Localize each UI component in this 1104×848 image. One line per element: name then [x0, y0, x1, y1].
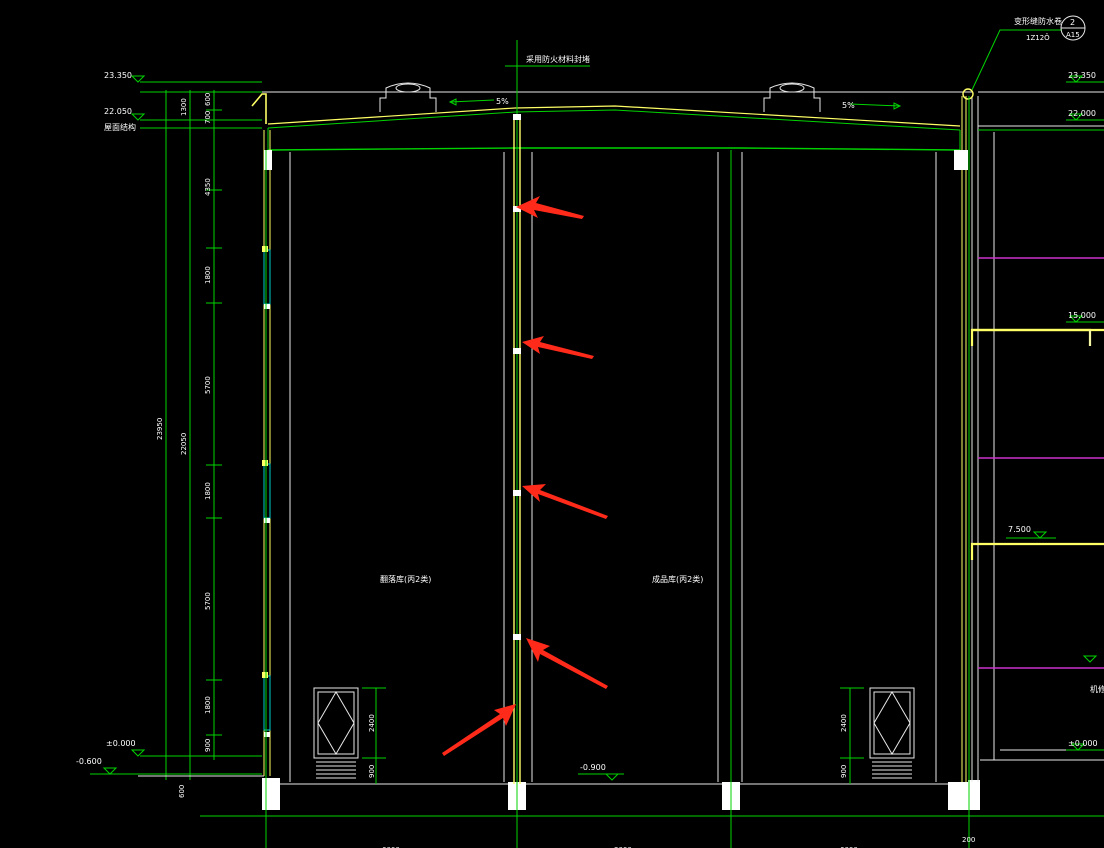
detail-callout-sub: 1Z12Ô — [1026, 33, 1050, 42]
room-far-right: 机修 — [1090, 684, 1104, 694]
dim-d5: 1800 — [204, 266, 212, 284]
left-dimension-chain — [90, 75, 262, 780]
dim-d9: 1800 — [204, 696, 212, 714]
dim-d3: 1300 — [180, 98, 188, 116]
dim-door-h-left: 2400 — [368, 714, 376, 732]
detail-number: 2 — [1070, 18, 1075, 27]
dim-total: 23950 — [156, 418, 164, 440]
roof-slope-left: 5% — [496, 97, 509, 106]
elev-right-eave: 22.000 — [1068, 109, 1096, 118]
right-exterior-wall — [954, 88, 979, 848]
door-left — [313, 687, 386, 784]
dim-base: 600 — [178, 785, 186, 798]
dim-door-h-right: 2400 — [840, 714, 848, 732]
elev-left-eave-note: 屋面结构 — [104, 122, 136, 132]
dim-door-base-right: 900 — [840, 765, 848, 778]
dim-bottom-right: 200 — [962, 836, 975, 844]
dim-d1: 600 — [204, 93, 212, 106]
fire-seal-callout: 采用防火材料封堵 — [526, 54, 590, 64]
roof-slope-right: 5% — [842, 101, 855, 110]
roof — [251, 82, 972, 151]
adjacent-building — [970, 75, 1104, 760]
dim-d7: 1800 — [204, 482, 212, 500]
dim-subtotal: 22050 — [180, 433, 188, 455]
fire-partition-wall — [503, 40, 533, 848]
door-right — [840, 687, 915, 784]
left-exterior-wall — [262, 130, 291, 782]
elev-right-zero: ±0.000 — [1068, 739, 1098, 748]
arrow-1 — [516, 196, 584, 219]
internal-columns — [265, 150, 937, 848]
dim-d4: 4350 — [204, 178, 212, 196]
arrow-2 — [522, 336, 594, 359]
elev-left-eave: 22.050 — [104, 107, 132, 116]
room-right: 成品库(丙2类) — [652, 574, 703, 584]
elev-left-zero: ±0.000 — [106, 739, 136, 748]
detail-callout — [971, 15, 1086, 91]
foundation-footings — [262, 778, 980, 810]
arrow-5 — [442, 704, 516, 756]
ground-line — [138, 759, 1104, 817]
elev-left-top: 23.350 — [104, 71, 132, 80]
red-arrows — [442, 196, 608, 756]
dim-d10: 900 — [204, 739, 212, 752]
elev-mid-minus: -0.900 — [580, 763, 606, 772]
elev-right-top: 23.350 — [1068, 71, 1096, 80]
elev-left-minus: -0.600 — [76, 757, 102, 766]
arrow-4 — [526, 638, 608, 689]
detail-callout-text: 变形缝防水卷 — [1014, 16, 1062, 26]
elev-mid-marker — [604, 773, 620, 781]
dim-d8: 5700 — [204, 592, 212, 610]
room-left: 翻落库(丙2类) — [380, 574, 431, 584]
dim-d6: 5700 — [204, 376, 212, 394]
dim-d2: 700 — [204, 111, 212, 124]
elev-right-7: 7.500 — [1008, 525, 1031, 534]
arrow-3 — [522, 484, 608, 519]
dim-door-base-left: 900 — [368, 765, 376, 778]
dim-bottom-a: 6000 — [382, 846, 400, 848]
elev-right-15: 15.000 — [1068, 311, 1096, 320]
detail-sheet: A15 — [1066, 31, 1080, 39]
dim-bottom-b: 3000 — [614, 846, 632, 848]
dim-bottom-c: 6000 — [840, 846, 858, 848]
